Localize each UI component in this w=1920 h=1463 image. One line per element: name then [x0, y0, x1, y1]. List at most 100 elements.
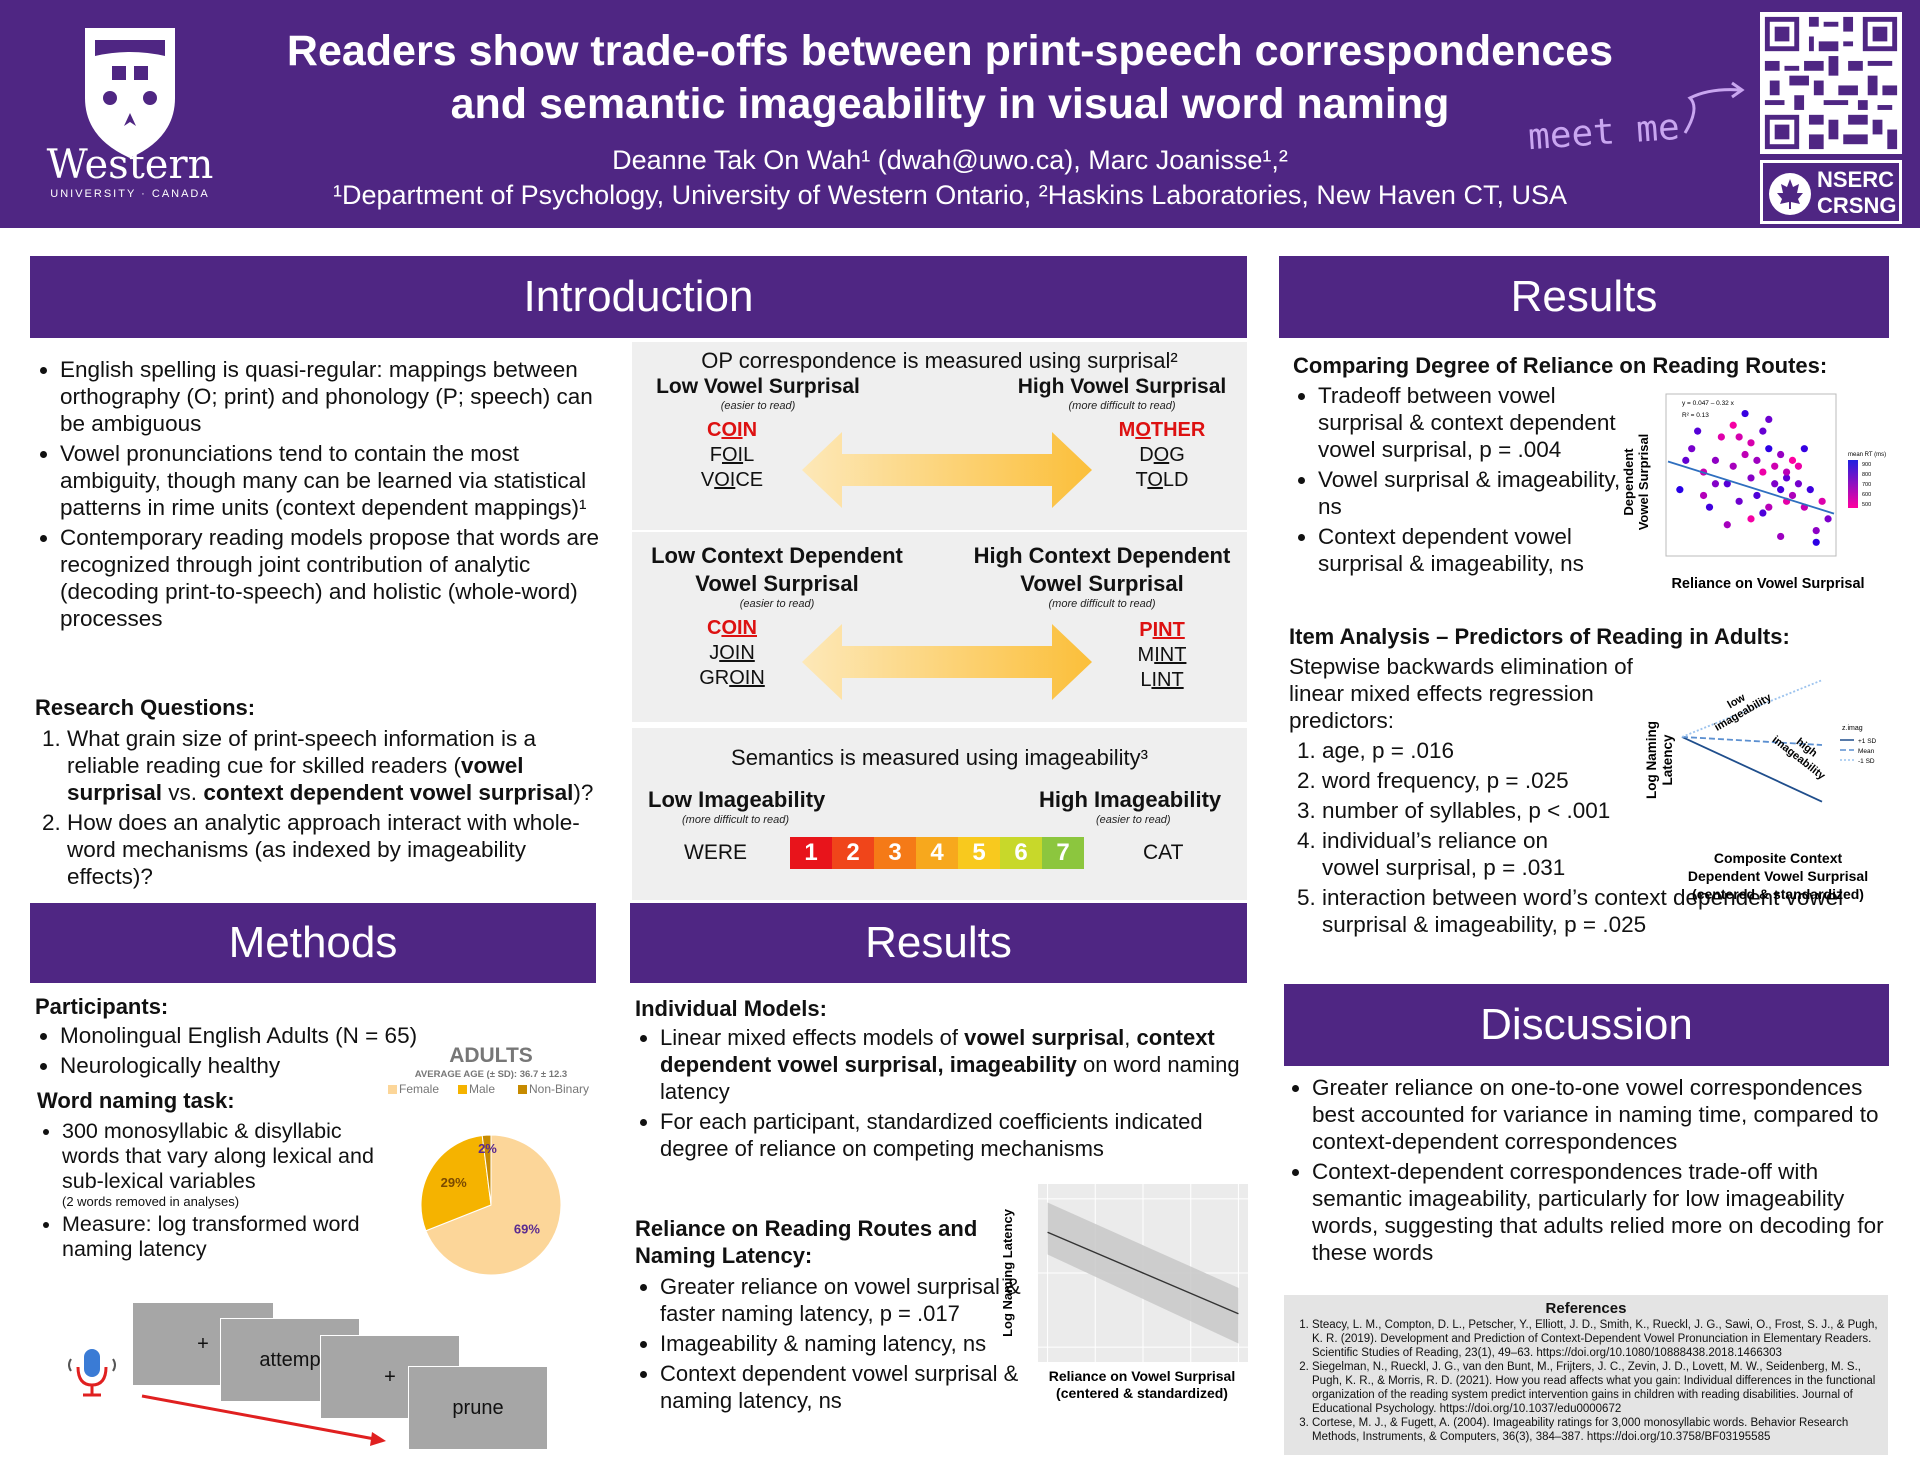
word-voice: VOICE — [700, 469, 764, 491]
interaction-line-chart: lowimageability highimageability z.imag … — [1644, 664, 1877, 902]
word-coin: COIN — [706, 419, 758, 441]
scatter-point — [1747, 474, 1755, 482]
scatter-point — [1788, 491, 1797, 500]
participants-list: Monolingual English Adults (N = 65) Neur… — [35, 1022, 455, 1079]
y-axis-label-line: Vowel Surprisal — [1636, 434, 1651, 531]
double-arrow-icon — [802, 624, 1092, 700]
imageability-scale-cell: 5 — [958, 837, 1000, 869]
pie-title: ADULTS — [449, 1044, 533, 1067]
imageability-scale-cell: 1 — [790, 837, 832, 869]
low-vowel-surprisal-label: Low Vowel Surprisal — [656, 375, 860, 398]
context-dependent-box: Low Context Dependent Vowel Surprisal (e… — [632, 532, 1247, 722]
scatter-point — [1682, 456, 1690, 464]
scatter-point — [1741, 409, 1749, 418]
time-arrow-icon — [141, 1394, 386, 1446]
pie-value-label: 2% — [478, 1141, 497, 1156]
reliance-naming-heading: Reliance on Reading Routes and Naming La… — [635, 1216, 978, 1268]
legend-title: mean RT (ms) — [1848, 452, 1886, 458]
pie-slice — [425, 1134, 562, 1276]
research-question-1: What grain size of print-speech informat… — [67, 725, 605, 806]
imageability-box: Semantics is measured using imageability… — [632, 728, 1247, 900]
discussion-list: Greater reliance on one-to-one vowel cor… — [1289, 1074, 1889, 1266]
x-axis-label-2: (centered & standardized) — [1056, 1385, 1228, 1401]
legend-tick: 800 — [1862, 472, 1871, 478]
latency-line-chart: Log Naming Latency Reliance on Vowel Sur… — [1000, 1184, 1248, 1401]
microphone-icon — [68, 1349, 116, 1397]
trial-screen-word: prune — [408, 1366, 548, 1450]
introduction-heading: Introduction — [30, 256, 1247, 338]
high-cd-words: PINT MINT LINT — [1102, 618, 1222, 693]
discussion-heading: Discussion — [1284, 984, 1889, 1066]
x-axis-label-2: Dependent Vowel Surprisal — [1688, 868, 1868, 884]
legend-label: +1 SD — [1858, 738, 1877, 745]
scatter-point — [1747, 515, 1755, 523]
word-naming-task: Word naming task: 300 monosyllabic & dis… — [37, 1088, 377, 1265]
individual-models: Individual Models: Linear mixed effects … — [635, 995, 1245, 1165]
predictor-item: number of syllables, p < .001 — [1322, 797, 1889, 824]
references-heading: References — [1545, 1300, 1627, 1317]
pie-slices — [420, 1134, 562, 1276]
scatter-point — [1729, 462, 1737, 470]
title-line-1: Readers show trade-offs between print-sp… — [286, 27, 1614, 75]
word-naming-heading: Word naming task: — [37, 1088, 235, 1113]
fit-line — [1667, 460, 1835, 515]
color-legend-bar — [1848, 460, 1858, 508]
imageability-box-title: Semantics is measured using imageability… — [731, 745, 1148, 770]
individual-models-heading: Individual Models: — [635, 996, 827, 1021]
legend-label: -1 SD — [1858, 758, 1875, 765]
crsng-text: CRSNG — [1817, 193, 1897, 218]
intro-bullet: English spelling is quasi-regular: mappi… — [60, 356, 600, 437]
low-imageability-word: WERE — [684, 841, 747, 864]
word-dog: DOG — [1139, 444, 1185, 466]
imageability-scale-cell: 3 — [874, 837, 916, 869]
item-analysis-heading: Item Analysis – Predictors of Reading in… — [1289, 624, 1790, 649]
nserc-text: NSERC — [1817, 167, 1895, 192]
qr-code[interactable] — [1760, 12, 1902, 154]
reliance-naming-latency: Reliance on Reading Routes and Naming La… — [635, 1215, 1030, 1417]
methods-heading: Methods — [30, 903, 596, 983]
individual-models-bullet: For each participant, standardized coeff… — [660, 1108, 1245, 1162]
scatter-points — [1676, 409, 1832, 546]
x-axis-label: Reliance on Vowel Surprisal — [1049, 1368, 1235, 1384]
individual-models-list: Linear mixed effects models of vowel sur… — [635, 1024, 1245, 1162]
arrow-icon — [1683, 81, 1745, 134]
reliance-naming-bullet: Context dependent vowel surprisal & nami… — [660, 1360, 1030, 1414]
imageability-scale-cell: 6 — [1000, 837, 1042, 869]
scatter-point — [1806, 486, 1814, 494]
scatter-point — [1759, 468, 1767, 476]
scatter-point — [1723, 480, 1731, 488]
scatter-point — [1765, 503, 1773, 511]
x-axis-label: Composite Context — [1714, 850, 1843, 866]
y-axis-label-2: Latency — [1660, 734, 1675, 786]
fit-line — [1047, 1231, 1239, 1315]
participants-heading: Participants: — [35, 994, 169, 1019]
y-axis-label-line: Reliance on Context — [1618, 419, 1621, 545]
scatter-point — [1777, 486, 1785, 494]
high-imageability-label: High Imageability — [1039, 787, 1222, 812]
scatter-point — [1711, 480, 1720, 488]
high-cd-note: (more difficult to read) — [1048, 598, 1156, 610]
references-box: References Steacy, L. M., Compton, D. L.… — [1284, 1295, 1888, 1455]
word-mint: MINT — [1137, 644, 1187, 666]
low-vowel-note: (easier to read) — [720, 400, 796, 412]
discussion-bullet: Context-dependent correspondences trade-… — [1312, 1158, 1889, 1266]
word-told: TOLD — [1135, 469, 1189, 491]
word-pint: PINT — [1139, 619, 1185, 641]
reliance-scatter-chart: y = 0.047 – 0.32 x R² = 0.13 Reliance on… — [1618, 393, 1886, 592]
y-axis-label: Reliance on ContextDependentVowel Surpri… — [1618, 419, 1651, 545]
scatter-point — [1694, 427, 1702, 435]
intro-bullet: Vowel pronunciations tend to contain the… — [60, 440, 600, 521]
research-questions-list: What grain size of print-speech informat… — [35, 725, 605, 890]
title-line-2: and semantic imageability in visual word… — [450, 80, 1450, 128]
scatter-point — [1794, 462, 1803, 470]
scatter-point — [1818, 497, 1826, 505]
scatter-point — [1735, 433, 1743, 441]
reference-item: Steacy, L. M., Compton, D. L., Petscher,… — [1312, 1318, 1878, 1360]
scatter-point — [1699, 491, 1708, 500]
item-analysis-list-wrap: age, p = .016 word frequency, p = .025 n… — [1289, 737, 1889, 941]
scatter-point — [1812, 538, 1820, 546]
r-squared: R² = 0.13 — [1682, 412, 1709, 419]
pie-value-label: 29% — [441, 1175, 467, 1190]
methods-body: Participants: Monolingual English Adults… — [35, 993, 455, 1082]
